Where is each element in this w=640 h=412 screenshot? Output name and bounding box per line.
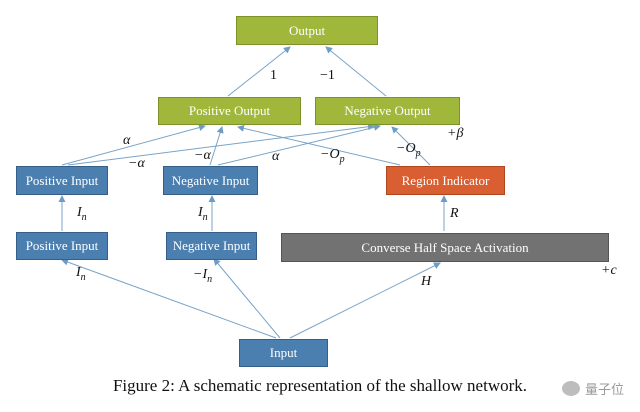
node-negative-input-upper: Negative Input (163, 166, 258, 195)
edge-posin-to-posout (61, 124, 206, 166)
node-negative-input-lower: Negative Input (166, 232, 257, 260)
watermark: 量子位 (561, 379, 624, 398)
label-minus-alpha-2: −α (194, 148, 211, 163)
edge-region-to-negout (391, 126, 431, 166)
label-in-upper-mid: In (198, 205, 208, 223)
edge-negin-to-negout (217, 124, 381, 166)
label-weight-minus-1: −1 (320, 68, 335, 83)
node-output: Output (236, 16, 378, 45)
node-negative-output: Negative Output (315, 97, 460, 125)
edge-negout-to-output (325, 46, 387, 97)
label-r: R (450, 206, 459, 221)
edge-posin-to-negout (67, 123, 375, 166)
figure-caption: Figure 2: A schematic representation of … (112, 376, 528, 395)
label-minus-op-1: −Op (320, 147, 345, 165)
label-alpha-2: α (272, 149, 280, 164)
node-positive-input-upper: Positive Input (16, 166, 108, 195)
chat-bubble-icon (561, 381, 580, 396)
label-plus-c: +c (601, 263, 617, 278)
edge-input-to-poslower (61, 258, 277, 339)
node-positive-output: Positive Output (158, 97, 301, 125)
label-h: H (421, 274, 432, 289)
label-minus-alpha-1: −α (128, 156, 145, 171)
node-input: Input (239, 339, 328, 367)
label-alpha-1: α (123, 133, 131, 148)
edge-input-to-neglower (213, 258, 281, 339)
node-positive-input-lower: Positive Input (16, 232, 108, 260)
label-in-lower-left: In (76, 265, 86, 283)
edge-input-to-converse (289, 262, 441, 339)
edge-posout-to-output (227, 46, 291, 97)
edge-region-to-posout (237, 124, 401, 166)
watermark-text: 量子位 (584, 383, 624, 398)
label-weight-1: 1 (270, 68, 277, 83)
label-minus-op-2: −Op (396, 141, 421, 159)
node-region-indicator: Region Indicator (386, 166, 505, 195)
label-plus-beta: +β (447, 126, 464, 141)
label-in-upper-left: In (77, 205, 87, 223)
label-minus-in: −In (193, 267, 213, 285)
node-converse-half-space-activation: Converse Half Space Activation (281, 233, 609, 262)
